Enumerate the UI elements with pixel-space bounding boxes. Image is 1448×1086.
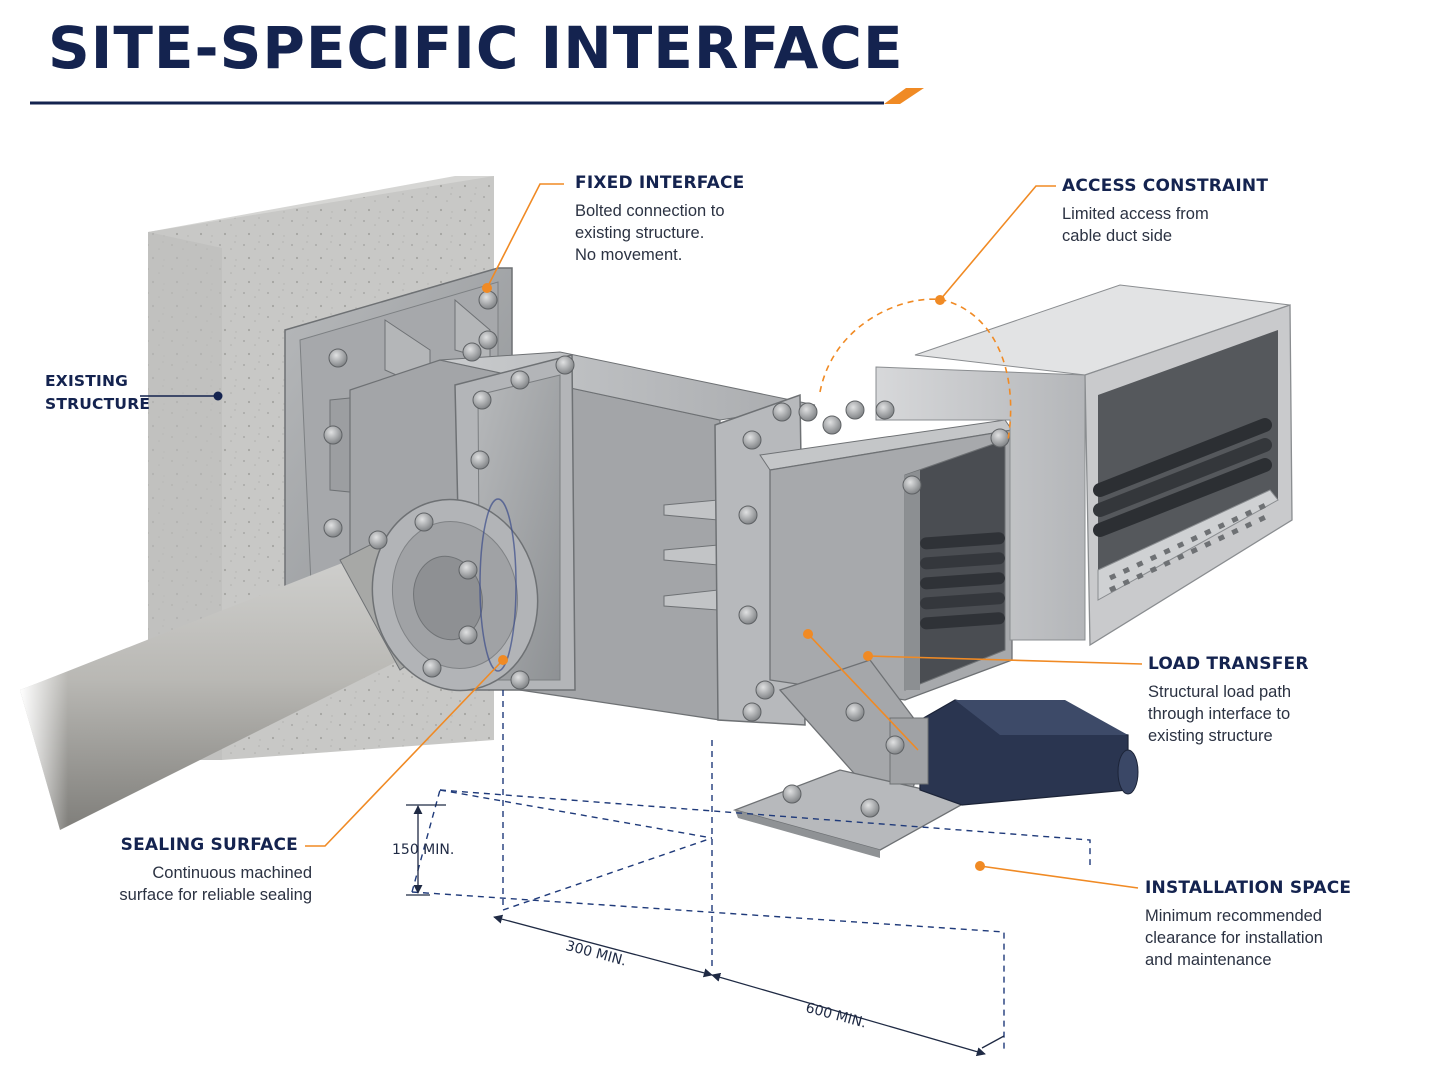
callout-heading: INSTALLATION SPACE [1145,878,1352,898]
callout-line: through interface to [1148,705,1291,723]
bolt-head [885,735,905,755]
leader-lines [140,183,1143,889]
callout-line: existing structure. [575,224,705,242]
callout-heading: ACCESS CONSTRAINT [1062,176,1269,196]
bolt-head [462,342,482,362]
bolt-head [555,355,575,375]
callout-line: clearance for installation [1145,929,1323,947]
bolt-head [368,530,388,550]
callout-line: Continuous machined [152,864,312,882]
leader-dots [213,283,985,871]
bolt-head [478,290,498,310]
bolt-head [860,798,880,818]
actuator [889,699,1139,806]
callout-heading: EXISTING STRUCTURE [45,370,150,416]
callout-line: cable duct side [1062,227,1173,245]
bolt-head [470,450,490,470]
dimension-lines [406,804,1005,1057]
callout-body: Continuous machined surface for reliable… [110,862,312,906]
callout-fixed-interface: FIXED INTERFACE Bolted connection to exi… [575,172,744,266]
bolt-head [458,625,478,645]
bolt-head [414,512,434,532]
callout-heading: LOAD TRANSFER [1148,654,1309,674]
callout-body: Bolted connection to existing structure.… [575,200,744,266]
callout-line: EXISTING [45,372,129,390]
callout-installation-space: INSTALLATION SPACE Minimum recommended c… [1145,877,1351,971]
callout-access-constraint: ACCESS CONSTRAINT Limited access from ca… [1062,175,1268,247]
page-title: SITE-SPECIFIC INTERFACE [48,14,904,82]
callout-body: Structural load path through interface t… [1148,681,1309,747]
bolt-head [742,702,762,722]
bolt-head [478,330,498,350]
bolt-head [902,475,922,495]
bolt-head [782,784,802,804]
bolt-head [328,348,348,368]
callout-sealing-surface: SEALING SURFACE Continuous machined surf… [110,834,312,906]
bolt-head [458,560,478,580]
callout-line: Minimum recommended [1145,907,1322,925]
callout-line: and maintenance [1145,951,1272,969]
dimension-height-label: 150 MIN. [392,842,455,858]
callout-line: surface for reliable sealing [119,886,312,904]
bolt-head [742,430,762,450]
callout-body: Minimum recommended clearance for instal… [1145,905,1351,971]
bolt-head [738,605,758,625]
bolt-head [845,400,865,420]
title-underline [30,88,924,105]
bolt-head [323,518,343,538]
pipe-flange [371,498,539,692]
bolt-head [990,428,1010,448]
callout-heading: SEALING SURFACE [120,835,298,855]
clearance-envelope [411,690,1091,1050]
callout-heading: FIXED INTERFACE [575,173,745,193]
bolt-head [323,425,343,445]
callout-body: Limited access from cable duct side [1062,203,1268,247]
callout-load-transfer: LOAD TRANSFER Structural load path throu… [1148,653,1309,747]
bolt-head [738,505,758,525]
callout-line: Limited access from [1062,205,1209,223]
callout-existing-structure: EXISTING STRUCTURE [45,370,150,416]
bolt-head [510,370,530,390]
bolt-head [510,670,530,690]
bolt-head [772,402,792,422]
bolt-group [323,290,1010,818]
callout-line: existing structure [1148,727,1273,745]
callout-line: Bolted connection to [575,202,725,220]
cable-duct [875,284,1293,647]
callout-line: Structural load path [1148,683,1292,701]
bolt-head [845,702,865,722]
bolt-head [755,680,775,700]
bolt-head [798,402,818,422]
bolt-head [472,390,492,410]
bolt-head [822,415,842,435]
outlet-cables [920,532,1005,630]
callout-line: No movement. [575,246,683,264]
callout-line: STRUCTURE [45,395,151,413]
bolt-head [875,400,895,420]
bolt-head [422,658,442,678]
